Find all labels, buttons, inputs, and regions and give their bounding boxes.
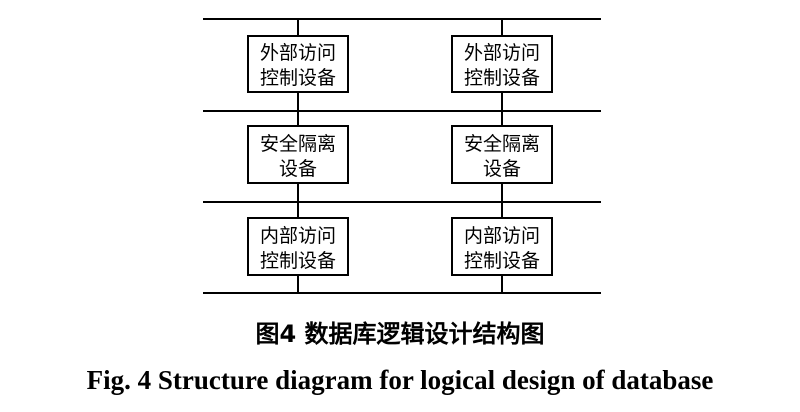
figure-caption-chinese: 图4 数据库逻辑设计结构图: [255, 320, 545, 348]
node-label-line1: 安全隔离: [260, 133, 336, 155]
security-isolation-device-right: 安全隔离 设备: [451, 125, 553, 184]
node-box: [451, 125, 553, 184]
internal-access-control-device-right: 内部访问 控制设备: [451, 217, 553, 276]
node-label-line2: 控制设备: [260, 250, 336, 272]
figure-caption-english: Fig. 4 Structure diagram for logical des…: [86, 365, 714, 395]
node-box: [451, 35, 553, 93]
node-label-line1: 内部访问: [464, 225, 540, 247]
node-box: [247, 35, 349, 93]
external-access-control-device-right: 外部访问 控制设备: [451, 35, 553, 93]
internal-access-control-device-left: 内部访问 控制设备: [247, 217, 349, 276]
node-box: [247, 125, 349, 184]
node-box: [247, 217, 349, 276]
node-label-line1: 外部访问: [260, 42, 336, 64]
external-access-control-device-left: 外部访问 控制设备: [247, 35, 349, 93]
node-label-line1: 内部访问: [260, 225, 336, 247]
logical-structure-diagram: 外部访问 控制设备 安全隔离 设备 内部访问 控制设备 外部访问 控制设备 安全…: [203, 18, 601, 294]
node-label-line2: 控制设备: [260, 67, 336, 89]
node-label-line1: 安全隔离: [464, 133, 540, 155]
node-label-line2: 设备: [483, 158, 521, 180]
node-label-line2: 控制设备: [464, 250, 540, 272]
node-label-line2: 控制设备: [464, 67, 540, 89]
node-label-line2: 设备: [279, 158, 317, 180]
node-label-line1: 外部访问: [464, 42, 540, 64]
security-isolation-device-left: 安全隔离 设备: [247, 125, 349, 184]
node-box: [451, 217, 553, 276]
